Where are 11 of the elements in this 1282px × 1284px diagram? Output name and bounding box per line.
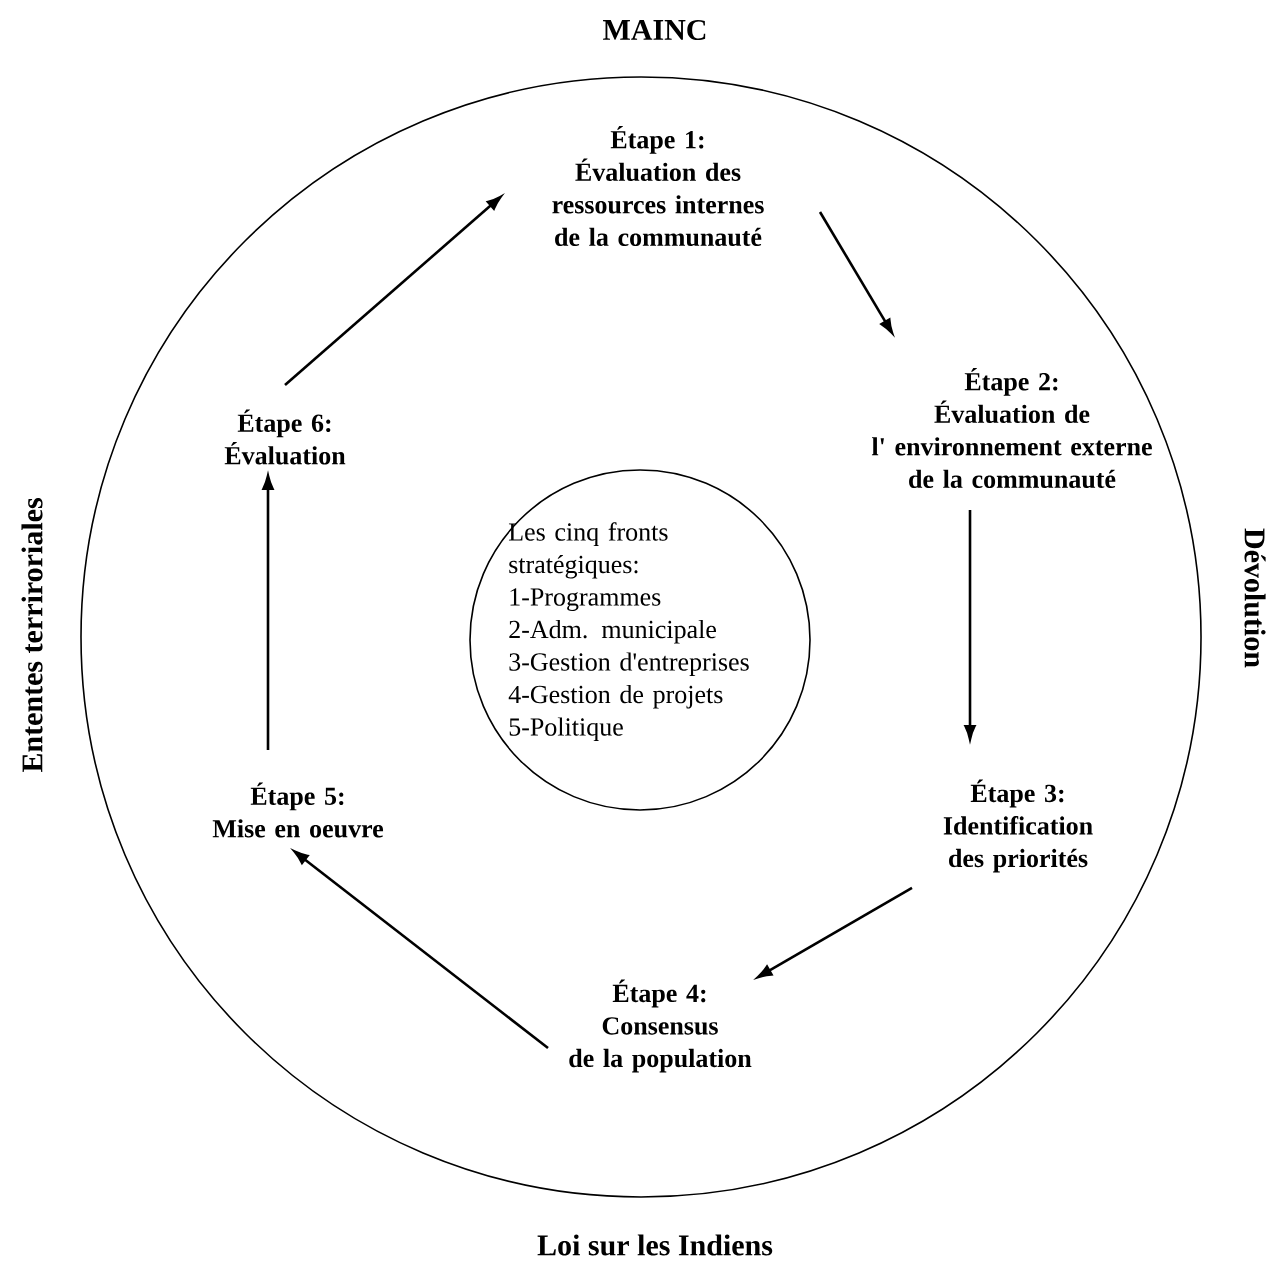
outer-circle	[80, 76, 1202, 1198]
step-label: Étape 4: Consensus de la population	[569, 979, 752, 1073]
step-label: Étape 6: Évaluation	[224, 409, 346, 465]
side-label: MAINC	[603, 19, 706, 41]
side-label: Dévolution	[1244, 528, 1266, 668]
step-label: Étape 5: Mise en oeuvre	[212, 782, 384, 838]
side-label: Loi sur les Indiens	[537, 1234, 773, 1256]
side-label: Ententes terriroriales	[21, 498, 43, 773]
step-label: Étape 1: Évaluation des ressources internes de la communauté	[552, 125, 764, 247]
step-label: Étape 3: Identification des priorités	[943, 779, 1093, 873]
step-label: Étape 2: Évaluation de l' environnement externe de la communauté	[871, 367, 1152, 489]
